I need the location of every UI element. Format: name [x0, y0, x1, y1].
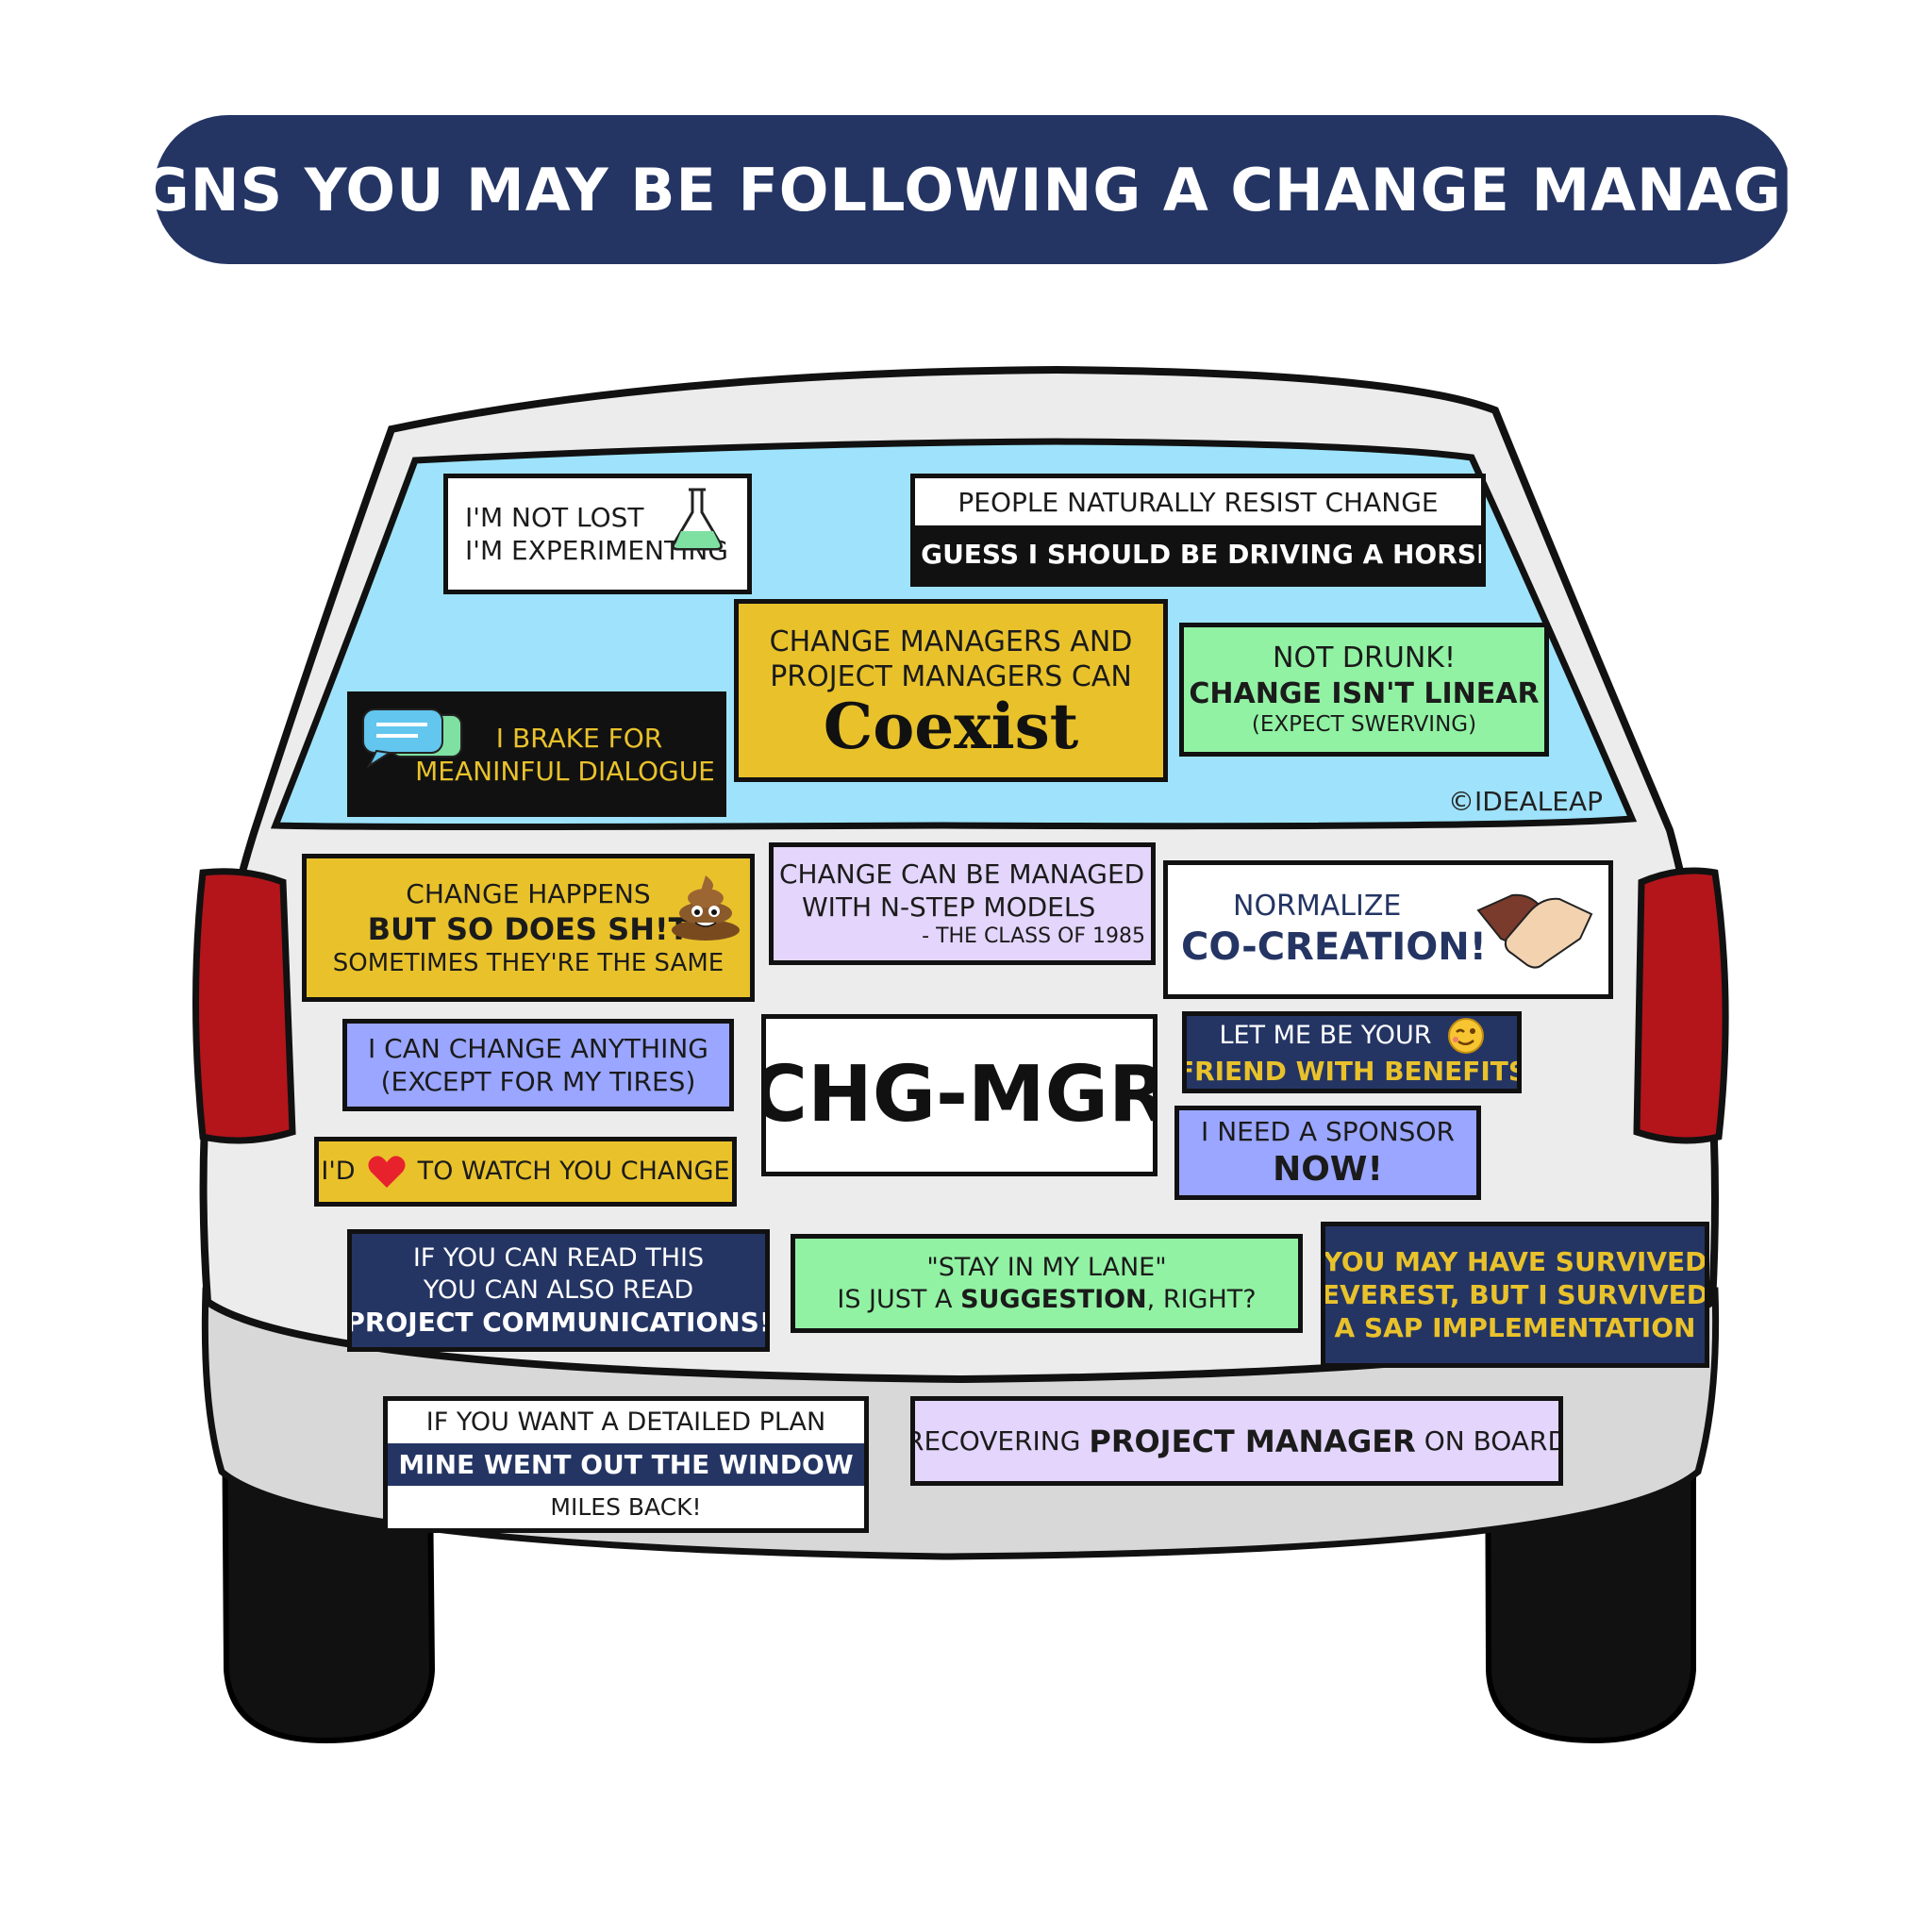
sticker-text: SOMETIMES THEY'RE THE SAME	[332, 948, 724, 977]
handshake-icon	[1476, 893, 1593, 969]
sticker-text: MEANINFUL DIALOGUE	[415, 755, 715, 787]
license-plate: CHG-MGR	[761, 1014, 1158, 1176]
sticker-text: CO-CREATION!	[1181, 925, 1487, 970]
sticker-text: I BRAKE FOR	[495, 722, 663, 754]
sticker-not-lost: I'M NOT LOST I'M EXPERIMENTING	[443, 474, 752, 594]
sticker-text: I NEED A SPONSOR	[1201, 1116, 1455, 1147]
sticker-need-sponsor: I NEED A SPONSOR NOW!	[1174, 1106, 1481, 1200]
sticker-text: CHANGE HAPPENS	[406, 877, 651, 909]
plate-text: CHG-MGR	[761, 1049, 1158, 1140]
sticker-text: NOW!	[1273, 1150, 1383, 1189]
sticker-heart-change: I'D TO WATCH YOU CHANGE	[314, 1137, 737, 1207]
sticker-stay-lane: "STAY IN MY LANE" IS JUST A SUGGESTION ,…	[791, 1234, 1303, 1333]
heart-icon	[368, 1156, 406, 1188]
sticker-text: YOU MAY HAVE SURVIVED	[1323, 1246, 1707, 1277]
sticker-brake-dialogue: I BRAKE FOR MEANINFUL DIALOGUE	[347, 691, 726, 817]
sticker-text: CHANGE CAN BE MANAGED	[779, 858, 1145, 891]
sticker-text: PROJECT COMMUNICATIONS!	[347, 1307, 770, 1339]
sticker-text: A SAP IMPLEMENTATION	[1334, 1312, 1696, 1343]
sticker-text: (EXCEPT FOR MY TIRES)	[380, 1066, 696, 1097]
sticker-read-this: IF YOU CAN READ THIS YOU CAN ALSO READ P…	[347, 1229, 770, 1352]
sticker-text: "STAY IN MY LANE"	[926, 1252, 1167, 1282]
wink-icon	[1447, 1018, 1484, 1054]
sticker-text: I'D	[321, 1157, 356, 1187]
sticker-not-drunk: NOT DRUNK! CHANGE ISN'T LINEAR (EXPECT S…	[1179, 623, 1549, 757]
left-tail-light	[192, 868, 296, 1144]
coexist-logo: Coexist	[823, 689, 1079, 763]
sticker-text: BUT SO DOES SH!T	[367, 910, 690, 947]
sticker-text: MINE WENT OUT THE WINDOW	[388, 1443, 864, 1486]
page-title: SIGNS YOU MAY BE FOLLOWING A CHANGE MANA…	[75, 155, 1870, 225]
sticker-everest: YOU MAY HAVE SURVIVED EVEREST, BUT I SUR…	[1321, 1222, 1709, 1368]
sticker-friend-benefits: LET ME BE YOUR FRIEND WITH BENEFITS	[1182, 1011, 1522, 1093]
sticker-coexist: CHANGE MANAGERS AND PROJECT MANAGERS CAN…	[734, 599, 1168, 782]
sticker-text: FRIEND WITH BENEFITS	[1182, 1056, 1522, 1087]
sticker-text: , RIGHT?	[1146, 1284, 1257, 1314]
sticker-text: CHANGE ISN'T LINEAR	[1189, 676, 1540, 710]
sticker-text: TO WATCH YOU CHANGE	[417, 1157, 730, 1187]
sticker-text: ON BOARD	[1415, 1425, 1563, 1457]
sticker-text-bold: PROJECT MANAGER	[1089, 1423, 1416, 1459]
sticker-text: IF YOU WANT A DETAILED PLAN	[425, 1407, 826, 1437]
sticker-text: NOT DRUNK!	[1273, 641, 1456, 675]
right-tail-light	[1633, 867, 1729, 1144]
sticker-text: YOU CAN ALSO READ	[423, 1274, 694, 1305]
sticker-text: I'M NOT LOST	[465, 502, 644, 533]
sticker-text: EVEREST, BUT I SURVIVED	[1322, 1279, 1708, 1310]
sticker-text: (EXPECT SWERVING)	[1251, 712, 1477, 738]
sticker-text-bold: SUGGESTION	[960, 1284, 1147, 1314]
sticker-co-creation: NORMALIZE CO-CREATION!	[1163, 860, 1613, 999]
sticker-text: IS JUST A	[837, 1284, 961, 1314]
poo-icon	[672, 875, 740, 941]
sticker-text: I CAN CHANGE ANYTHING	[368, 1033, 708, 1064]
chat-bubbles-icon	[362, 708, 462, 769]
sticker-text: IF YOU CAN READ THIS	[412, 1242, 705, 1273]
sticker-text: LET ME BE YOUR	[1219, 1021, 1432, 1051]
sticker-detailed-plan: IF YOU WANT A DETAILED PLAN MINE WENT OU…	[383, 1396, 869, 1533]
sticker-text: RECOVERING	[910, 1425, 1090, 1457]
sticker-text: I GUESS I SHOULD BE DRIVING A HORSE	[915, 525, 1481, 582]
sticker-text: PROJECT MANAGERS CAN	[770, 660, 1132, 693]
sticker-change-anything: I CAN CHANGE ANYTHING (EXCEPT FOR MY TIR…	[342, 1019, 734, 1111]
sticker-recovering-pm: RECOVERING PROJECT MANAGER ON BOARD	[910, 1396, 1563, 1486]
sticker-change-happens: CHANGE HAPPENS BUT SO DOES SH!T SOMETIME…	[302, 854, 755, 1002]
flask-icon	[672, 488, 723, 551]
sticker-text: CHANGE MANAGERS AND	[769, 625, 1133, 658]
sticker-text: PEOPLE NATURALLY RESIST CHANGE	[958, 486, 1439, 518]
sticker-resist-change: PEOPLE NATURALLY RESIST CHANGE I GUESS I…	[910, 474, 1486, 587]
sticker-text: NORMALIZE	[1233, 889, 1402, 923]
copyright-label: ©IDEALEAP	[1448, 786, 1603, 817]
sticker-text: - THE CLASS OF 1985	[922, 924, 1145, 949]
sticker-text: MILES BACK!	[550, 1492, 702, 1521]
sticker-n-step: CHANGE CAN BE MANAGED WITH N-STEP MODELS…	[769, 842, 1156, 965]
sticker-text: WITH N-STEP MODELS	[802, 891, 1096, 924]
title-banner: SIGNS YOU MAY BE FOLLOWING A CHANGE MANA…	[75, 115, 1868, 264]
